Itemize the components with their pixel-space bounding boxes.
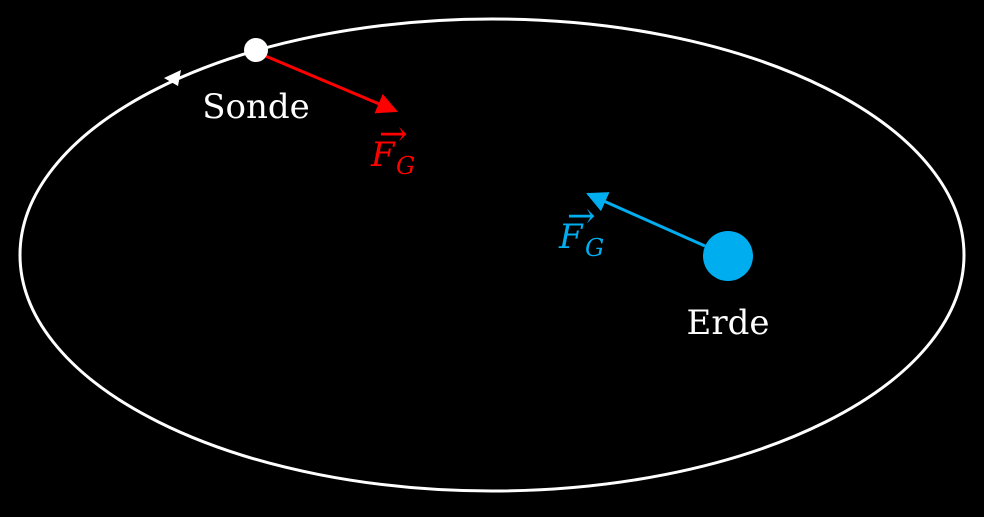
force-on-earth-arrow	[586, 192, 706, 248]
force-on-probe-label: → F G	[370, 114, 415, 180]
force-on-probe-vector-mark: →	[379, 114, 408, 154]
force-on-probe-arrow	[255, 50, 398, 114]
orbit-direction-arrow	[164, 70, 181, 86]
force-on-probe-subscript: G	[396, 152, 415, 180]
force-on-earth-label: → F G	[558, 196, 604, 262]
force-on-probe-symbol: F	[370, 135, 396, 175]
probe-label: Sonde	[202, 87, 310, 127]
earth-label: Erde	[687, 303, 770, 343]
force-on-earth-vector-mark: →	[567, 196, 596, 236]
force-on-earth-symbol: F	[558, 217, 584, 257]
orbit-ellipse	[18, 17, 966, 493]
force-on-earth-subscript: G	[585, 234, 604, 262]
earth-disk	[703, 231, 753, 281]
probe-dot	[244, 38, 268, 62]
